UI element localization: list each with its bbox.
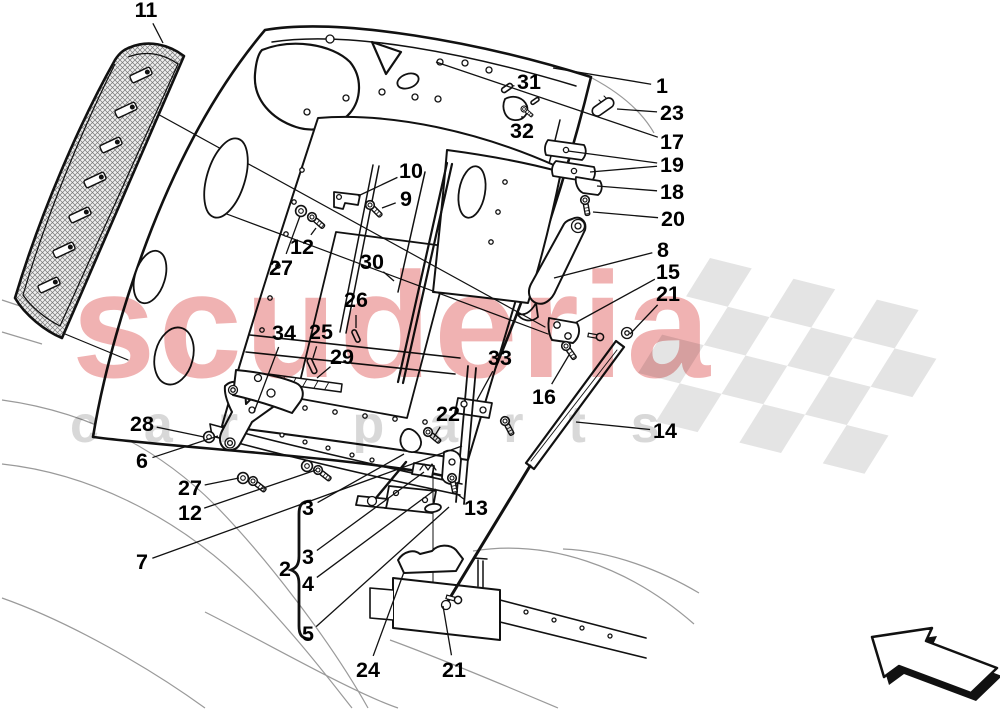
callout-9-14: 9: [400, 187, 412, 211]
leader-line: [204, 477, 240, 486]
callout-30-17: 30: [360, 250, 384, 274]
checkered-flag-icon: [638, 258, 937, 474]
leader-line: [316, 488, 437, 578]
leader-line: [317, 453, 405, 504]
callout-12-29: 12: [178, 501, 202, 525]
leader-line: [152, 23, 164, 44]
callout-29-21: 29: [330, 345, 354, 369]
leader-line: [152, 435, 219, 459]
callout-28-26: 28: [130, 412, 154, 436]
callout-2-31: 2: [279, 557, 291, 581]
callout-19-3: 19: [660, 153, 684, 177]
leader-line: [381, 202, 396, 209]
direction-arrow-icon: [870, 626, 1000, 701]
car-body-outline: [1, 77, 700, 709]
leader-line: [589, 165, 658, 173]
callout-11-10: 11: [135, 0, 158, 22]
leader-line: [152, 445, 463, 559]
leader-line: [310, 227, 317, 236]
leader-line: [574, 278, 656, 324]
callout-21-37: 21: [442, 658, 466, 682]
leader-line: [315, 506, 450, 628]
leader-line: [435, 61, 659, 138]
leader-line: [285, 215, 301, 255]
callout-1-0: 1: [656, 74, 668, 98]
callout-27-28: 27: [178, 476, 202, 500]
leader-line: [476, 370, 494, 401]
leader-line: [316, 366, 331, 379]
leader-line: [552, 67, 652, 85]
leader-line: [596, 185, 658, 192]
panel-cutouts: [132, 72, 487, 514]
callout-20-5: 20: [661, 207, 685, 231]
leader-line: [456, 493, 465, 500]
bolt-holes: [224, 34, 634, 639]
callout-23-1: 23: [660, 101, 684, 125]
callout-22-24: 22: [436, 402, 460, 426]
leader-line: [567, 150, 658, 164]
callout-21-8: 21: [656, 282, 680, 306]
leader-line: [357, 176, 398, 197]
callout-15-7: 15: [656, 260, 680, 284]
leader-line: [575, 421, 651, 431]
leader-line: [253, 346, 280, 413]
callout-6-27: 6: [136, 449, 148, 473]
callout-16-23: 16: [532, 385, 556, 409]
leader-line: [372, 571, 405, 657]
callout-31-11: 31: [517, 70, 541, 94]
callout-4-34: 4: [302, 572, 314, 596]
leader-line: [203, 469, 317, 509]
leader-line: [592, 211, 659, 219]
callout-8-6: 8: [657, 238, 669, 262]
callout-34-19: 34: [272, 321, 296, 345]
fastener-glyphs: [202, 82, 615, 605]
callout-3-32: 3: [302, 496, 314, 520]
leader-line: [551, 354, 570, 385]
leader-line: [442, 605, 453, 656]
leader-line: [433, 426, 441, 438]
callout-18-4: 18: [660, 180, 684, 204]
leader-lines: [152, 23, 659, 657]
callout-24-36: 24: [356, 658, 380, 682]
callout-10-13: 10: [399, 159, 423, 183]
callout-13-25: 13: [464, 496, 488, 520]
callout-33-22: 33: [488, 346, 512, 370]
callout-26-18: 26: [344, 288, 368, 312]
callout-17-2: 17: [660, 130, 684, 154]
callout-27-16: 27: [269, 256, 293, 280]
callout-3-33: 3: [302, 545, 314, 569]
callout-12-15: 12: [290, 235, 314, 259]
callout-25-20: 25: [309, 320, 333, 344]
leader-line: [312, 346, 318, 359]
leader-line: [553, 252, 653, 279]
engine-grille-part: [13, 42, 186, 340]
leader-line: [156, 426, 205, 438]
callout-5-35: 5: [302, 622, 314, 646]
callout-7-30: 7: [136, 550, 148, 574]
leader-line: [616, 108, 658, 113]
leader-line: [382, 271, 395, 282]
callout-32-12: 32: [510, 119, 534, 143]
leader-line: [316, 471, 425, 552]
group-brace: [287, 499, 312, 641]
callout-14-9: 14: [653, 419, 677, 443]
leader-line: [629, 304, 659, 335]
